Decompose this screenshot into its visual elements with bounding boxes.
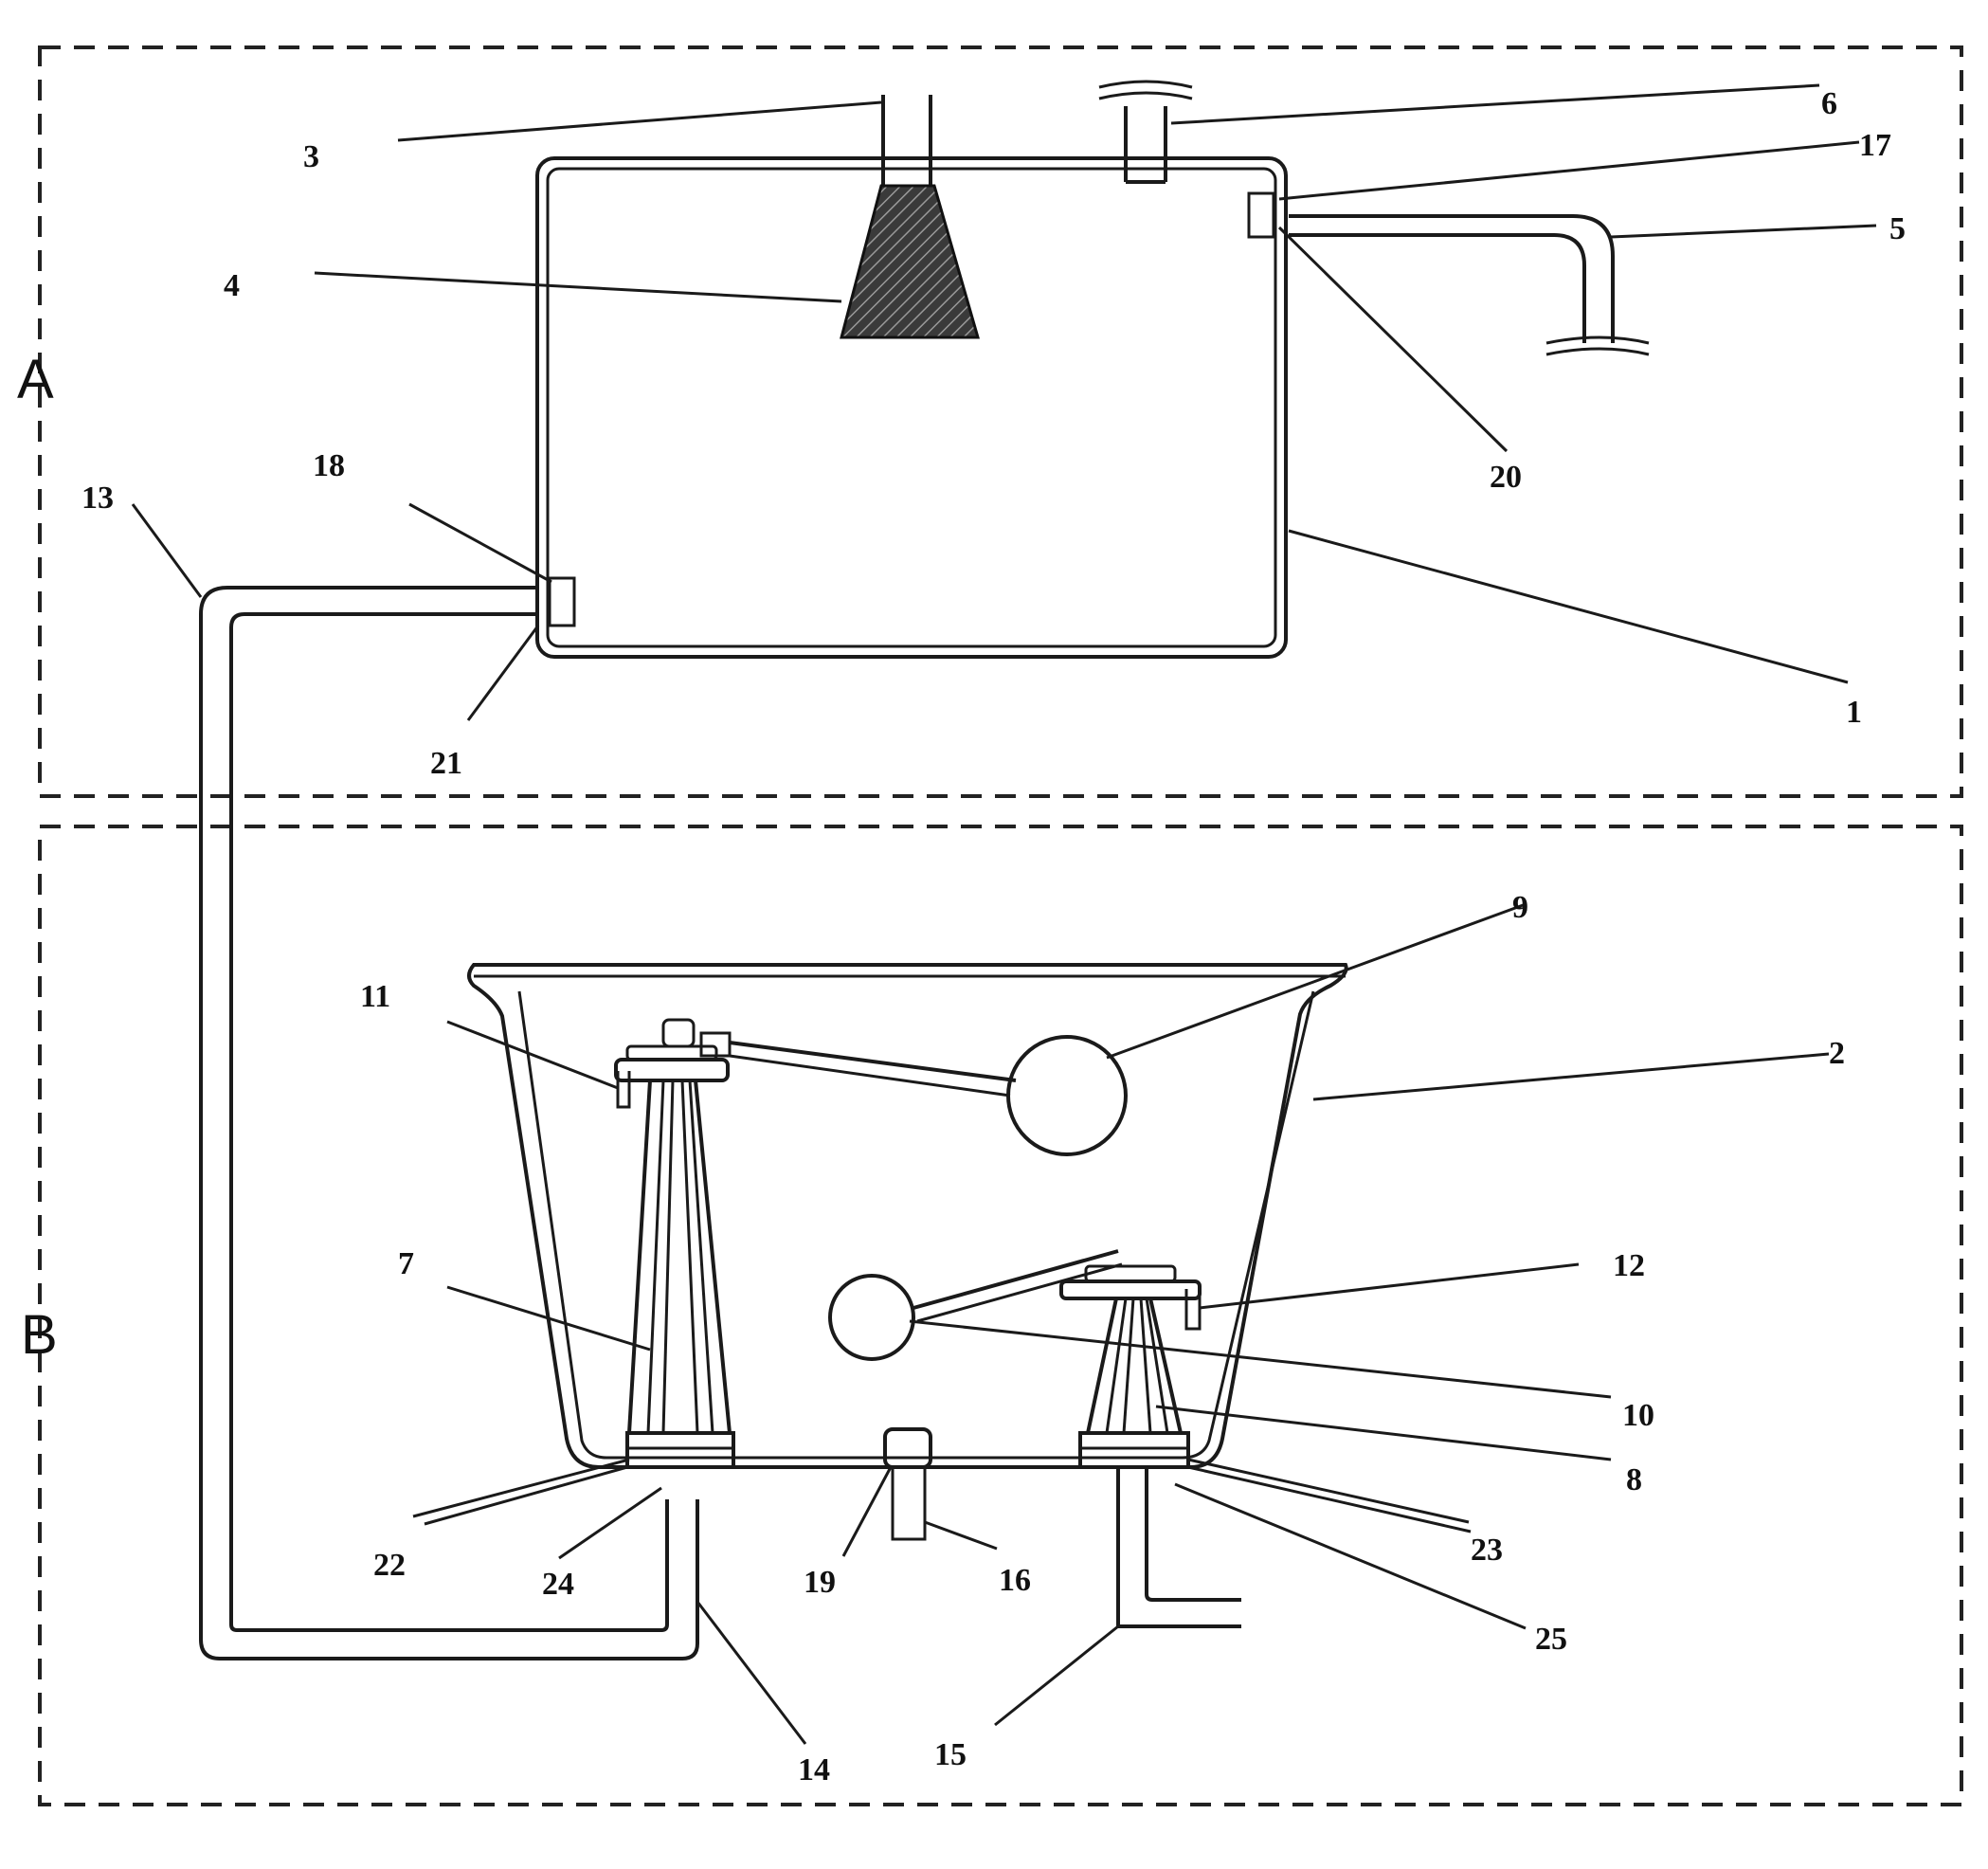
label-10: 10	[1622, 1398, 1654, 1433]
label-19: 19	[804, 1565, 836, 1600]
center-drain	[883, 1427, 932, 1541]
label-15: 15	[934, 1737, 967, 1772]
label-16: 16	[999, 1563, 1031, 1598]
region-a-label: A	[17, 349, 54, 410]
region-b-label: B	[21, 1304, 58, 1366]
label-22: 22	[373, 1548, 406, 1583]
inlet-pipe	[881, 95, 932, 186]
lower-float	[828, 1249, 1123, 1361]
label-20: 20	[1490, 460, 1522, 495]
label-17: 17	[1859, 128, 1891, 163]
right-valve	[1059, 1264, 1202, 1469]
label-18: 18	[313, 448, 345, 483]
overflow-pipe	[1247, 191, 1650, 356]
left-valve	[614, 1018, 735, 1469]
label-24: 24	[542, 1567, 574, 1602]
label-3: 3	[303, 139, 319, 174]
vent-pipe	[1098, 80, 1193, 184]
label-4: 4	[224, 268, 240, 303]
right-outlet-pipe	[1116, 1467, 1241, 1628]
filter-cone	[840, 184, 980, 339]
label-9: 9	[1512, 890, 1528, 925]
leader-lines	[131, 83, 1877, 1745]
outlet-fitting	[548, 576, 576, 627]
upper-tank	[535, 156, 1288, 659]
label-14: 14	[798, 1752, 830, 1787]
label-12: 12	[1613, 1248, 1645, 1283]
upper-float	[729, 1035, 1128, 1156]
label-1: 1	[1846, 695, 1862, 730]
connecting-pipe	[199, 586, 699, 1660]
label-21: 21	[430, 746, 462, 781]
label-5: 5	[1889, 211, 1906, 246]
label-6: 6	[1821, 86, 1837, 121]
label-8: 8	[1626, 1462, 1642, 1497]
label-23: 23	[1471, 1533, 1503, 1568]
label-11: 11	[360, 979, 390, 1014]
region-b-box	[38, 825, 1963, 1806]
part-labels: 3 4 6 17 5 20 1 18 13 21 9 11 2 7 12 10 …	[81, 86, 1906, 1787]
region-a-box	[38, 45, 1963, 798]
lower-tank	[467, 963, 1348, 1469]
label-7: 7	[398, 1246, 414, 1281]
label-25: 25	[1535, 1622, 1567, 1657]
label-2: 2	[1829, 1036, 1845, 1071]
label-13: 13	[81, 481, 114, 516]
